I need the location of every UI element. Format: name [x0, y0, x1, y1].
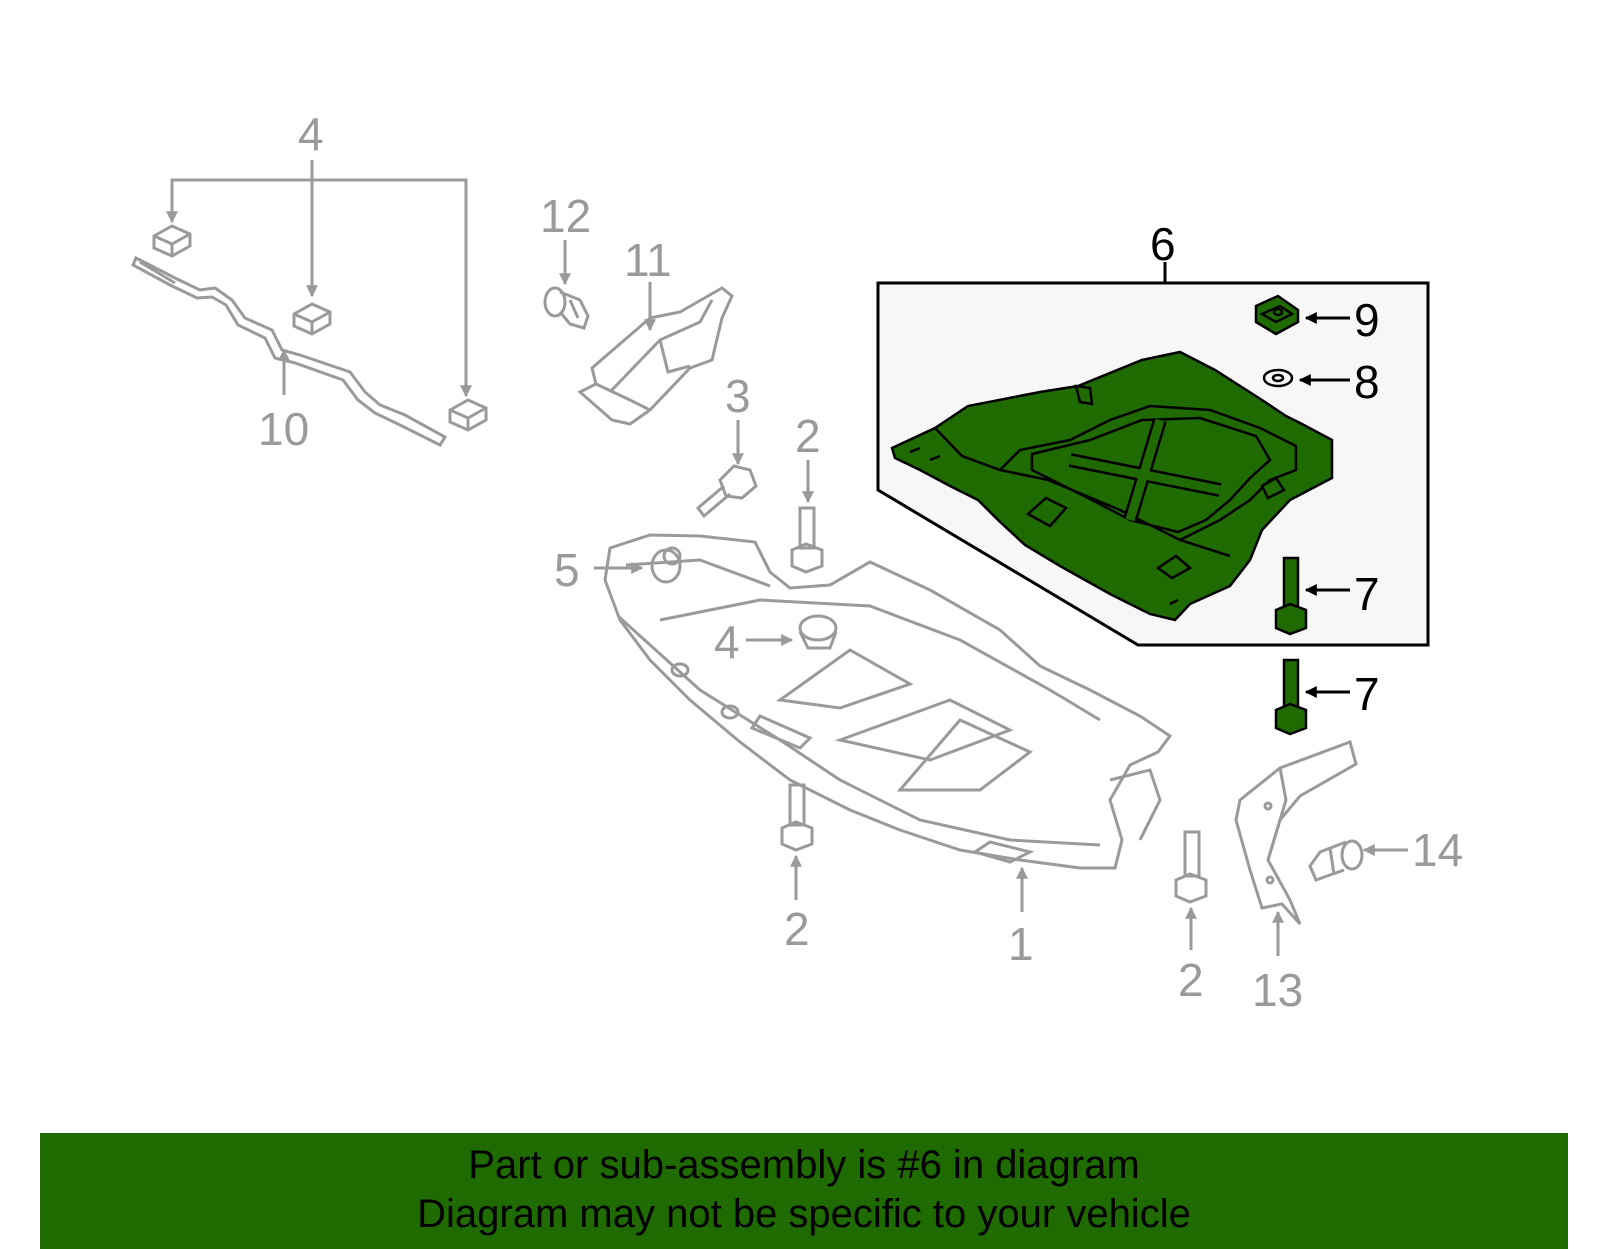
part-11-side-bracket[interactable]	[577, 286, 734, 426]
callout-10: 10	[258, 403, 309, 455]
part-2-bolt-lower-left[interactable]	[780, 783, 814, 852]
callout-13: 13	[1252, 964, 1303, 1016]
callout-7-box: 7	[1354, 568, 1380, 620]
banner-line-1: Part or sub-assembly is #6 in diagram	[468, 1143, 1140, 1187]
part-6-lower-shield[interactable]	[890, 350, 1334, 622]
callout-1: 1	[1008, 918, 1034, 970]
part-14-push-clip[interactable]	[1308, 839, 1364, 882]
callout-4-shield: 4	[714, 616, 740, 668]
part-2-bolt-upper[interactable]	[790, 506, 824, 574]
callout-3: 3	[725, 370, 751, 422]
callout-4-top: 4	[298, 108, 324, 160]
part-7-bolt-outside[interactable]	[1274, 658, 1308, 736]
callout-7-outside: 7	[1354, 668, 1380, 720]
callout-11: 11	[624, 234, 672, 286]
callout-2-lower-right: 2	[1178, 954, 1204, 1006]
callout-8: 8	[1354, 356, 1380, 408]
part-4-clip-middle[interactable]	[292, 302, 332, 336]
part-4-clip-lower[interactable]	[448, 398, 488, 432]
callout-5: 5	[554, 544, 580, 596]
info-banner: Part or sub-assembly is #6 in diagram Di…	[40, 1133, 1568, 1249]
callout-2-lower-left: 2	[784, 903, 810, 955]
callout-2-upper: 2	[795, 410, 821, 462]
part-5-grommet[interactable]	[650, 546, 682, 584]
part-3-bolt[interactable]	[695, 464, 758, 519]
part-2-bolt-lower-right[interactable]	[1174, 830, 1208, 904]
callout-9: 9	[1354, 294, 1380, 346]
callout-4-leaders	[166, 160, 472, 398]
part-4-clip-upper[interactable]	[152, 224, 192, 258]
part-13-bracket[interactable]	[1234, 740, 1358, 926]
part-10-bracket[interactable]	[131, 255, 448, 447]
part-9-nut-clip[interactable]	[1254, 294, 1300, 336]
part-12-push-pin[interactable]	[543, 286, 590, 330]
callout-12: 12	[540, 190, 591, 242]
callout-14: 14	[1412, 824, 1463, 876]
banner-line-2: Diagram may not be specific to your vehi…	[417, 1192, 1191, 1236]
part-8-washer[interactable]	[1262, 368, 1294, 388]
part-7-bolt-in-box[interactable]	[1274, 556, 1308, 636]
callout-6: 6	[1150, 218, 1176, 270]
